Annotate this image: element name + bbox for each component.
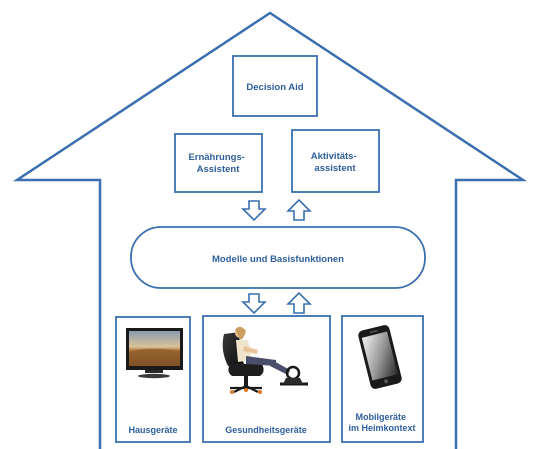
decision-aid-box: Decision Aid: [232, 55, 318, 117]
arrow-down-lower: [241, 293, 267, 315]
arrow-down-upper: [241, 200, 267, 222]
svg-text:Aktivitäts- assistent: Aktivitäts- assistent: [311, 151, 360, 174]
mobile-label-line-1: Mobilgeräte: [355, 412, 406, 422]
health-devices-box: Gesundheitsgeräte: [202, 315, 331, 443]
arrow-up-upper: [286, 198, 312, 221]
activity-label-line-2: assistent: [314, 163, 356, 174]
decision-aid-label: Decision Aid: [246, 82, 303, 93]
nutrition-label-line-2: Assistent: [197, 164, 241, 175]
models-box: Modelle und Basisfunktionen: [130, 226, 426, 289]
nutrition-assistant-box: Ernährungs- Assistent: [174, 133, 263, 193]
household-label: Hausgeräte: [128, 425, 177, 435]
television-icon: [126, 328, 183, 379]
activity-label-line-1: Aktivitäts-: [311, 151, 357, 162]
arrow-up-lower: [286, 291, 312, 314]
health-label: Gesundheitsgeräte: [225, 425, 307, 435]
mobile-devices-box: Mobilgeräte im Heimkontext: [341, 315, 424, 443]
activity-assistant-box: Aktivitäts- assistent: [291, 129, 380, 193]
svg-text:Ernährungs- Assistent: Ernährungs- Assistent: [188, 152, 247, 175]
house-outline: [12, 11, 528, 449]
nutrition-label-line-1: Ernährungs-: [188, 152, 244, 163]
exercise-chair-icon: [222, 326, 308, 394]
models-label: Modelle und Basisfunktionen: [212, 254, 344, 265]
smartphone-icon: [358, 325, 402, 389]
household-devices-box: Hausgeräte: [115, 316, 191, 443]
svg-text:Mobilgeräte im Heimkonte: Mobilgeräte im Heimkontext: [348, 412, 415, 433]
mobile-label-line-2: im Heimkontext: [348, 423, 415, 433]
